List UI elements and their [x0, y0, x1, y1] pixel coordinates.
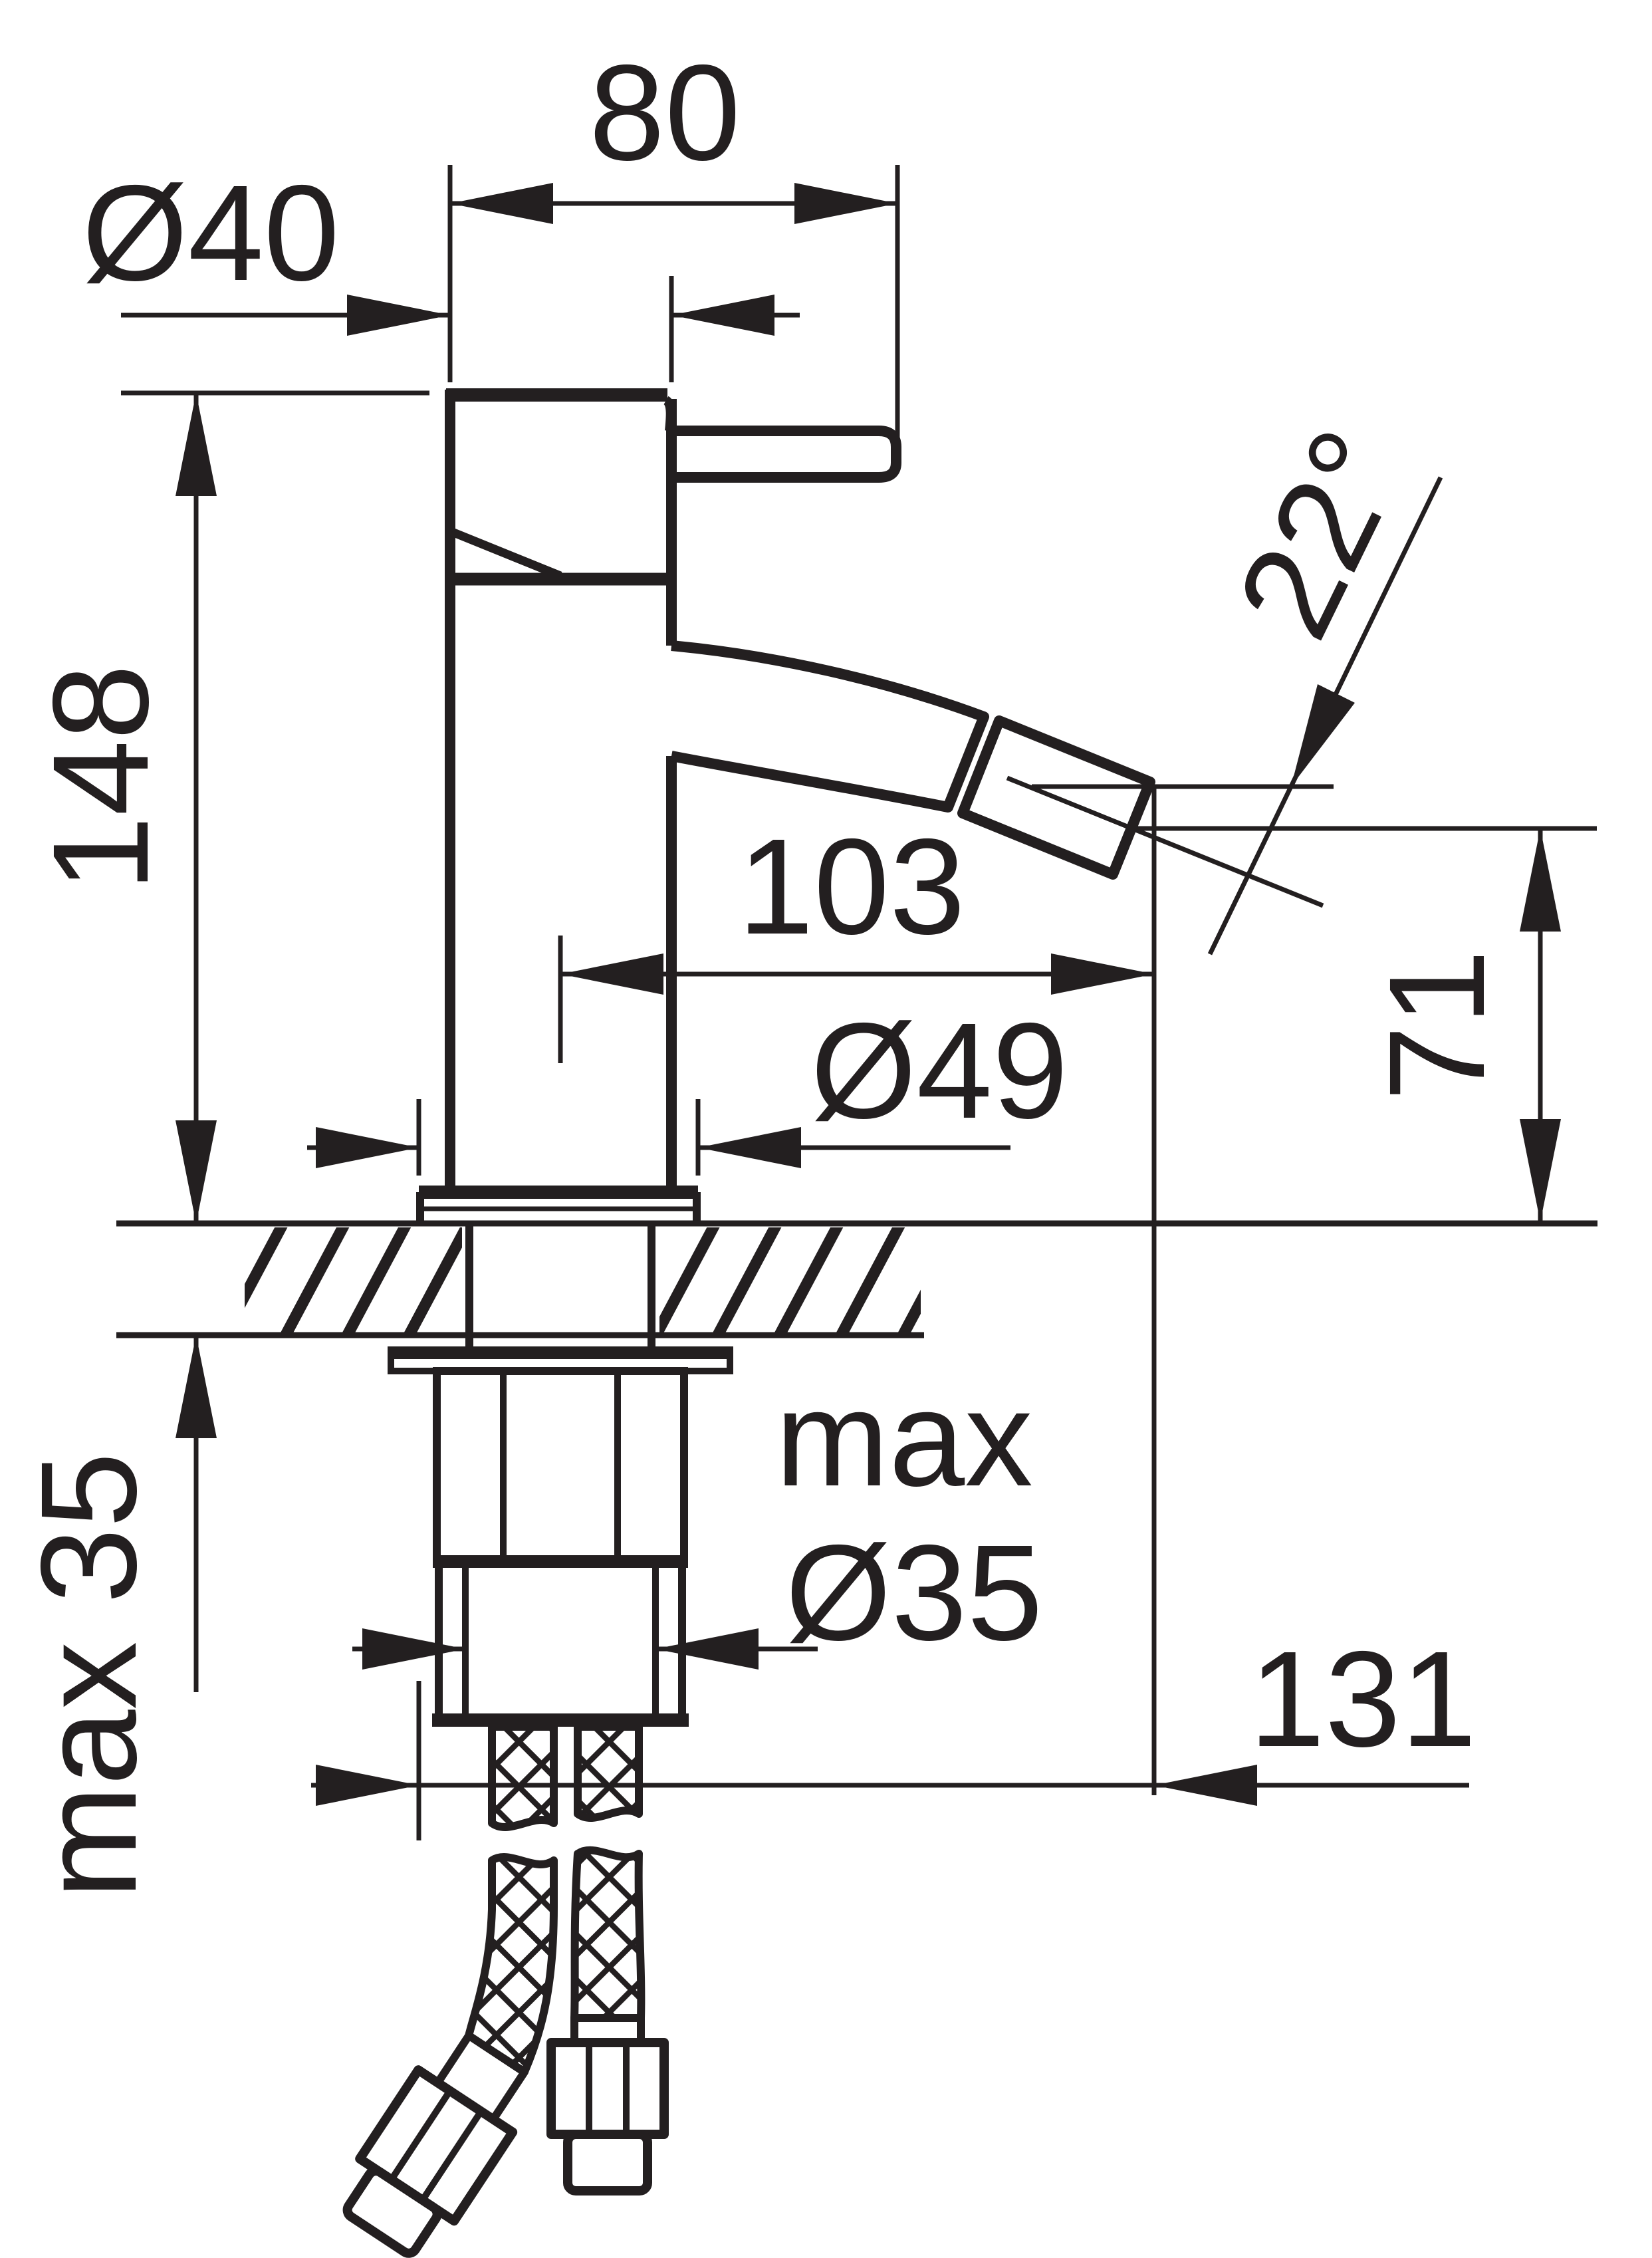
label-handle-reach: 80 [589, 37, 741, 189]
supply-hose-left-lower [465, 1853, 558, 2076]
arrowhead [1520, 828, 1561, 932]
handle-joint-seam [450, 527, 562, 580]
under-deck-assembly [388, 1223, 733, 1727]
arrowhead [655, 1628, 759, 1670]
dim-max35 [176, 1335, 217, 1692]
shank-lower [432, 1564, 689, 1727]
extension-lines [121, 165, 1597, 1840]
dim-148 [176, 393, 217, 1223]
arrowhead [1291, 684, 1355, 787]
arrowhead [450, 183, 553, 224]
label-spout-reach: 103 [738, 811, 965, 963]
arrowhead [176, 1120, 217, 1223]
dim-22deg [1207, 476, 1443, 955]
label-body-diameter: Ø40 [82, 157, 339, 309]
countertop-section [116, 1220, 1597, 1338]
dimension-labels: 80 Ø40 148 22° 103 Ø49 71 max 35 max Ø35… [13, 37, 1513, 1899]
supply-hose-right-lower [570, 1846, 646, 2022]
arrowhead [347, 295, 450, 336]
supply-hose-right [574, 1723, 643, 1822]
arrowhead [316, 1127, 419, 1168]
mounting-nut [433, 1367, 688, 1568]
arrowhead [560, 953, 663, 995]
label-outlet-height: 71 [1361, 949, 1513, 1101]
base-flange [416, 1186, 701, 1223]
arrowhead [1154, 1765, 1257, 1806]
dim-131 [311, 1765, 1469, 1806]
dim-71 [1520, 828, 1561, 1222]
supply-hoses [465, 1723, 646, 2076]
cartridge-cap [445, 388, 677, 1186]
label-max-deck-thickness: max 35 [13, 1452, 165, 1899]
dim-d40 [121, 295, 800, 336]
dim-103 [560, 953, 1154, 995]
angle-leg-spout-axis [1006, 775, 1324, 908]
fitting-cap [563, 2130, 652, 2195]
dim-maxd35 [352, 1628, 818, 1670]
arrowhead [362, 1628, 465, 1670]
arrowhead [1520, 1119, 1561, 1222]
arrowhead [176, 393, 217, 496]
dimensions [121, 183, 1561, 1806]
arrowhead [671, 295, 774, 336]
hose-fitting-right [546, 2014, 669, 2195]
arrowhead [794, 183, 897, 224]
dim-80 [450, 183, 897, 224]
dim-d49 [307, 1099, 1010, 1176]
label-mounting-hole-max: max [775, 1362, 1032, 1515]
fitting-hex-nut [546, 2038, 669, 2139]
arrowhead [698, 1127, 801, 1168]
arrowhead [176, 1335, 217, 1438]
label-hose-offset: 131 [1249, 1623, 1476, 1775]
deck-hatch-right [659, 1227, 921, 1332]
label-mounting-hole-diameter: Ø35 [785, 1517, 1042, 1669]
hose-fitting-left [342, 2031, 529, 2258]
supply-hose-left [488, 1723, 558, 1831]
fitting-cap [342, 2166, 442, 2258]
arrowhead [1051, 953, 1154, 995]
deck-hatch-left [245, 1227, 462, 1332]
label-base-diameter: Ø49 [810, 995, 1068, 1147]
spout [670, 640, 989, 813]
arrowhead [316, 1765, 419, 1806]
label-total-height: 148 [25, 664, 177, 892]
